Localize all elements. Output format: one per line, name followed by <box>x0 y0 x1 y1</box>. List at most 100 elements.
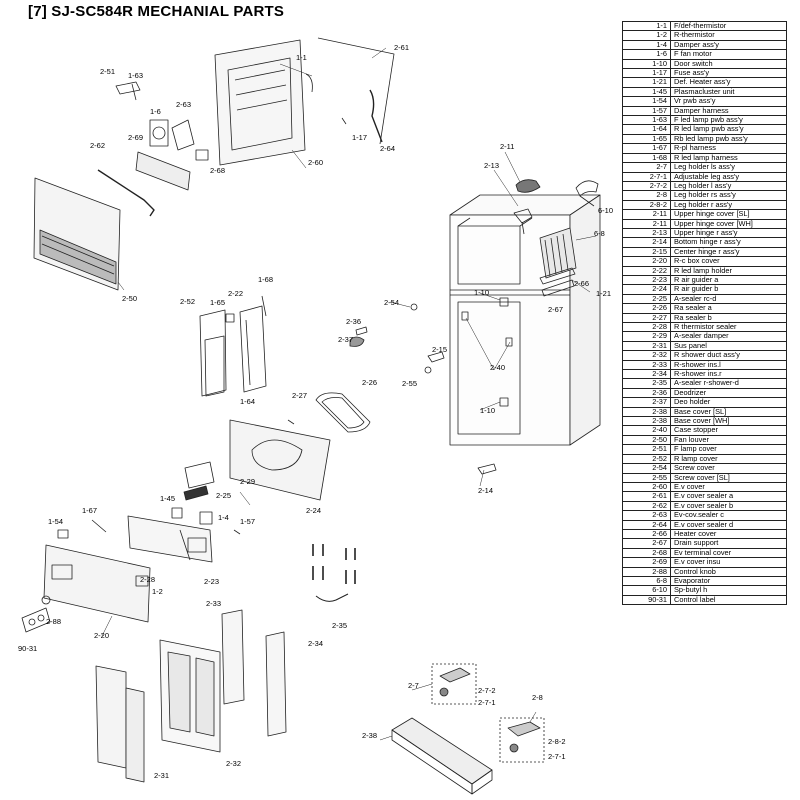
sp-butyl-part <box>575 180 599 197</box>
callout-label: 2-27 <box>292 391 307 400</box>
callout-label: 2-13 <box>484 161 499 170</box>
part-code: 2-55 <box>622 472 671 483</box>
part-name: Vr pwb ass'y <box>670 96 787 107</box>
rc-box-cover <box>43 544 151 623</box>
callout-label: 2-29 <box>240 477 255 486</box>
part-name: Leg holder rs ass'y <box>670 190 787 201</box>
refrigerator-cabinet <box>449 194 601 446</box>
control-knob <box>41 595 51 605</box>
r-shower-ins-r <box>265 631 287 737</box>
r-led-lamp-harness <box>261 295 267 317</box>
part-code: 2-68 <box>622 547 671 559</box>
part-code: 2-63 <box>622 510 671 521</box>
part-name: E.v cover insu <box>670 557 787 568</box>
part-code: 2-7-1 <box>622 171 671 182</box>
callout-label: 2-8 <box>532 693 543 702</box>
part-name: Plasmacluster unit <box>670 86 787 98</box>
base-cover <box>391 717 493 795</box>
part-code: 1-10 <box>622 58 671 70</box>
part-code: 2-22 <box>622 265 671 276</box>
part-name: Deo holder <box>670 397 787 408</box>
part-code: 2-26 <box>622 303 671 314</box>
damper-harness <box>233 529 241 535</box>
part-name: Damper harness <box>670 105 787 117</box>
part-code: 2-50 <box>622 434 671 446</box>
part-code: 2-29 <box>622 331 671 342</box>
part-name: Heater cover <box>670 528 787 540</box>
page-title: [7] SJ-SC584R MECHANIAL PARTS <box>28 3 285 20</box>
part-code: 2-8 <box>622 190 671 201</box>
part-name: Evaporator <box>670 575 787 587</box>
part-code: 2-35 <box>622 378 671 389</box>
part-code: 2-69 <box>622 557 671 568</box>
callout-label: 2-35 <box>332 621 347 630</box>
part-code: 2-7 <box>622 162 671 173</box>
part-code: 2-60 <box>622 481 671 493</box>
part-name: R-shower ins.l <box>670 359 787 371</box>
part-name: Ra sealer a <box>670 303 787 314</box>
part-code: 2-28 <box>622 321 671 333</box>
callout-label: 2-40 <box>490 363 505 372</box>
callout-label: 2-24 <box>306 506 321 515</box>
callout-label: 2-31 <box>154 771 169 780</box>
callout-label: 2-7-1 <box>478 698 496 707</box>
part-name: F lamp cover <box>670 444 787 455</box>
part-name: E.v cover sealer a <box>670 491 787 502</box>
part-code: 2-51 <box>622 444 671 455</box>
part-name: Ev terminal cover <box>670 547 787 559</box>
callout-label: 1-2 <box>152 587 163 596</box>
r-pl-harness <box>91 519 107 533</box>
a-sealer-rc-d <box>183 485 209 501</box>
part-code: 1-1 <box>622 20 671 32</box>
upper-hinge-r <box>513 208 533 224</box>
part-code: 2-38 <box>622 406 671 418</box>
callout-label: 2-68 <box>210 166 225 175</box>
callout-label: 1-64 <box>240 397 255 406</box>
part-code: 1-6 <box>622 49 671 60</box>
sus-panel <box>95 665 145 783</box>
part-name: E.v cover <box>670 481 787 493</box>
f-lamp-cover <box>115 81 141 95</box>
part-name: Bottom hinge r ass'y <box>670 237 787 248</box>
callout-label: 2-7-2 <box>478 686 496 695</box>
part-name: Upper hinge cover [SL] <box>670 209 787 220</box>
part-name: R air guider a <box>670 274 787 286</box>
callout-label: 2-55 <box>402 379 417 388</box>
ev-cover-sealer-d <box>369 89 383 143</box>
part-name: Leg holder l ass'y <box>670 180 787 192</box>
callout-label: 2-23 <box>204 577 219 586</box>
part-code: 1-17 <box>622 68 671 79</box>
callout-label: 1-1 <box>296 53 307 62</box>
r-air-guider-b <box>229 419 331 501</box>
part-name: Fuse ass'y <box>670 68 787 79</box>
thermistor-wire <box>305 73 313 93</box>
part-code: 1-21 <box>622 77 671 88</box>
callout-label: 2-34 <box>308 639 323 648</box>
callout-label: 2-51 <box>100 67 115 76</box>
part-name: Upper hinge cover [WH] <box>670 218 787 229</box>
part-code: 2-34 <box>622 369 671 380</box>
callout-label: 1-54 <box>48 517 63 526</box>
